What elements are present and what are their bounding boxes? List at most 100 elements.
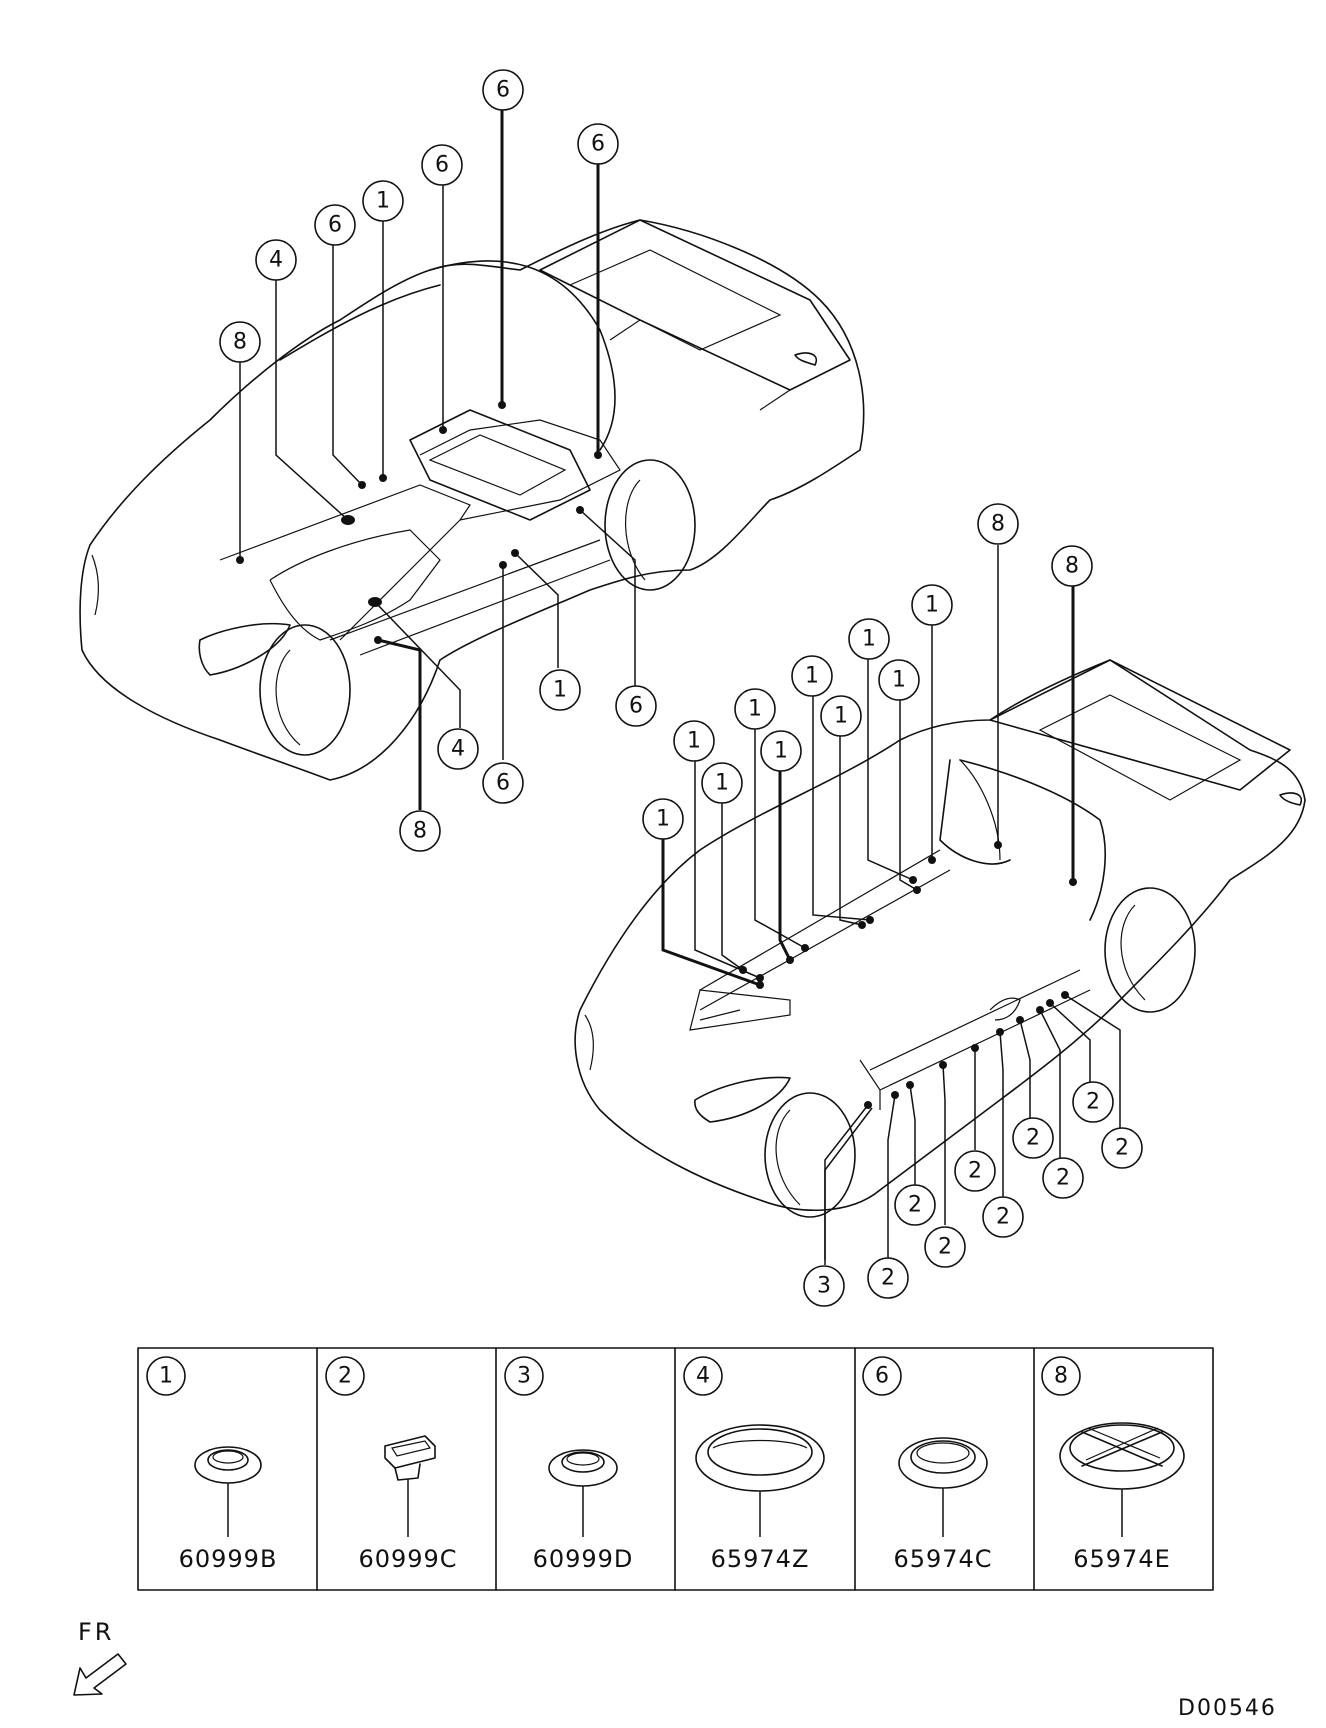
- part-cell-1: 1 60999B: [146, 1356, 278, 1573]
- callout-bottom-2d: 2: [1042, 1157, 1084, 1199]
- part-code: 60999B: [179, 1545, 278, 1573]
- part-number: 6: [875, 1364, 889, 1389]
- callout-top-6a: 6: [482, 69, 524, 111]
- callout-label: 1: [715, 771, 729, 796]
- callout-label: 1: [925, 593, 939, 618]
- drawing-code: D00546: [1178, 1696, 1277, 1721]
- callout-label: 2: [968, 1159, 982, 1184]
- callout-label: 8: [991, 512, 1005, 537]
- part-cell-2: 2 60999C: [325, 1356, 457, 1573]
- part-code: 60999D: [533, 1545, 634, 1573]
- callout-top-6c: 6: [421, 144, 463, 186]
- front-label: FR: [78, 1618, 114, 1646]
- callout-label: 2: [938, 1235, 952, 1260]
- top-callouts: 6 6 6 1 6 4 8 1 6 4 6 8: [219, 69, 657, 852]
- callout-label: 1: [862, 627, 876, 652]
- callout-label: 2: [908, 1193, 922, 1218]
- callout-bottom-1i: 1: [701, 762, 743, 804]
- callout-bottom-2g: 2: [894, 1184, 936, 1226]
- callout-bottom-1d: 1: [791, 655, 833, 697]
- part-cell-6: 6 65974C: [862, 1356, 992, 1573]
- leader-3: [824, 1107, 873, 1265]
- callout-bottom-1e: 1: [820, 695, 862, 737]
- callout-bottom-1h: 1: [673, 720, 715, 762]
- callout-label: 1: [748, 697, 762, 722]
- callout-label: 1: [553, 678, 567, 703]
- callout-label: 4: [269, 248, 283, 273]
- callout-label: 2: [1086, 1090, 1100, 1115]
- parts-table: 1 60999B 2 60999C 3: [137, 1347, 1214, 1591]
- callout-top-6f: 6: [482, 762, 524, 804]
- part-code: 65974Z: [711, 1545, 810, 1573]
- callout-bottom-2b: 2: [1101, 1127, 1143, 1169]
- bottom-truck-illustration: [574, 659, 1306, 1218]
- callout-bottom-8a: 8: [977, 503, 1019, 545]
- bottom-truck-leaders: [661, 545, 1121, 1260]
- grommet-cross-icon: [1059, 1422, 1185, 1490]
- front-direction-indicator: FR: [73, 1618, 127, 1696]
- callout-bottom-1a: 1: [911, 584, 953, 626]
- callout-label: 6: [591, 132, 605, 157]
- callout-label: 4: [451, 737, 465, 762]
- callout-label: 1: [805, 664, 819, 689]
- callout-top-8a: 8: [219, 321, 261, 363]
- part-cell-8: 8 65974E: [1041, 1356, 1185, 1573]
- callout-bottom-1g: 1: [760, 730, 802, 772]
- part-code: 65974E: [1073, 1545, 1171, 1573]
- callout-bottom-2h: 2: [924, 1226, 966, 1268]
- callout-label: 8: [233, 330, 247, 355]
- callout-label: 2: [1056, 1166, 1070, 1191]
- callout-label: 6: [629, 694, 643, 719]
- callout-top-6e: 6: [615, 685, 657, 727]
- callout-bottom-1b: 1: [848, 618, 890, 660]
- part-number: 8: [1054, 1364, 1068, 1389]
- callout-label: 2: [1115, 1136, 1129, 1161]
- callout-label: 8: [1065, 554, 1079, 579]
- callout-bottom-2e: 2: [954, 1150, 996, 1192]
- callout-label: 1: [774, 739, 788, 764]
- grommet-small-icon: [548, 1449, 618, 1487]
- callout-top-6b: 6: [577, 123, 619, 165]
- part-number: 2: [338, 1364, 352, 1389]
- callout-top-4a: 4: [255, 239, 297, 281]
- callout-label: 1: [687, 729, 701, 754]
- grommet-small-icon: [194, 1446, 262, 1484]
- callout-label: 2: [996, 1205, 1010, 1230]
- callout-top-1b: 1: [539, 669, 581, 711]
- callout-label: 2: [1026, 1126, 1040, 1151]
- callout-top-1a: 1: [362, 180, 404, 222]
- callout-bottom-1j: 1: [642, 798, 684, 840]
- callout-bottom-2a: 2: [1072, 1081, 1114, 1123]
- callout-label: 6: [496, 771, 510, 796]
- top-truck-leaders: [236, 105, 636, 810]
- grommet-medium-icon: [898, 1437, 988, 1489]
- callout-label: 8: [413, 819, 427, 844]
- callout-label: 6: [496, 78, 510, 103]
- callout-top-8b: 8: [399, 810, 441, 852]
- callout-label: 2: [881, 1266, 895, 1291]
- callout-label: 1: [376, 189, 390, 214]
- part-number: 3: [517, 1364, 531, 1389]
- callout-bottom-1c: 1: [878, 659, 920, 701]
- callout-top-4b: 4: [437, 728, 479, 770]
- bottom-callouts: 8 8 1 1 1 1 1 1 1 1 1 1 2 2 2 2 2 2 2 2 …: [642, 503, 1143, 1307]
- callout-top-6d: 6: [314, 204, 356, 246]
- callout-label: 6: [328, 213, 342, 238]
- part-code: 65974C: [893, 1545, 992, 1573]
- part-number: 4: [696, 1364, 710, 1389]
- part-code: 60999C: [358, 1545, 457, 1573]
- part-number: 1: [159, 1364, 173, 1389]
- callout-label: 1: [892, 668, 906, 693]
- front-arrow-icon: [73, 1653, 127, 1696]
- callout-bottom-3: 3: [803, 1265, 845, 1307]
- callout-label: 3: [817, 1274, 831, 1299]
- callout-bottom-2c: 2: [1012, 1117, 1054, 1159]
- part-cell-4: 4 65974Z: [683, 1356, 825, 1573]
- part-cell-3: 3 60999D: [504, 1356, 634, 1573]
- callout-label: 1: [834, 704, 848, 729]
- callout-bottom-2f: 2: [982, 1196, 1024, 1238]
- callout-bottom-2i: 2: [867, 1257, 909, 1299]
- callout-label: 6: [435, 153, 449, 178]
- grommet-large-icon: [695, 1424, 825, 1492]
